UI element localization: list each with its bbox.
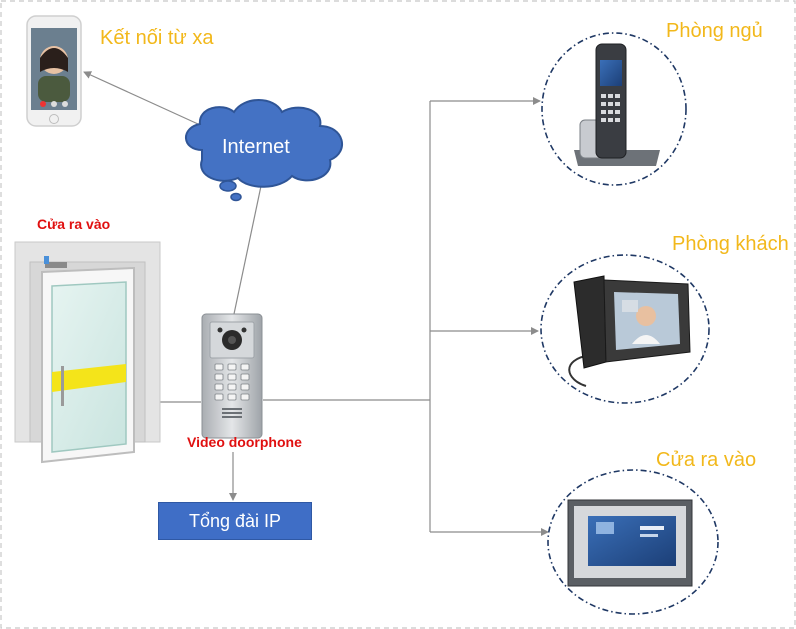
- livingroom-device-circle: [540, 254, 710, 404]
- internet-label: Internet: [222, 136, 290, 158]
- bedroom-label: Phòng ngủ: [666, 20, 763, 42]
- door-monitor-circle: [547, 469, 719, 615]
- indoor-monitor-icon: [567, 499, 693, 587]
- bedroom-device-circle: [541, 32, 687, 186]
- living-room-label: Phòng khách: [672, 233, 789, 255]
- ip-pbx-box: Tổng đài IP: [158, 502, 312, 540]
- video-doorphone-icon: [201, 313, 263, 439]
- door-monitor-label: Cửa ra vào: [656, 449, 757, 471]
- ip-pbx-label: Tổng đài IP: [188, 510, 282, 531]
- video-doorphone-label: Video doorphone: [187, 434, 302, 450]
- door-left-label: Cửa ra vào: [37, 216, 111, 232]
- cloud-to-smartphone-arrow: [83, 71, 199, 125]
- doorphone-to-cloud-arrow: [233, 166, 268, 315]
- desk-video-phone-icon: [568, 275, 691, 387]
- remote-connection-label: Kết nối từ xa: [100, 27, 214, 49]
- smartphone-icon: [26, 15, 82, 127]
- cloud-icon: [185, 99, 343, 202]
- connector-lines: [83, 71, 549, 536]
- door-icon: [14, 241, 161, 464]
- cordless-phone-icon: [574, 43, 660, 166]
